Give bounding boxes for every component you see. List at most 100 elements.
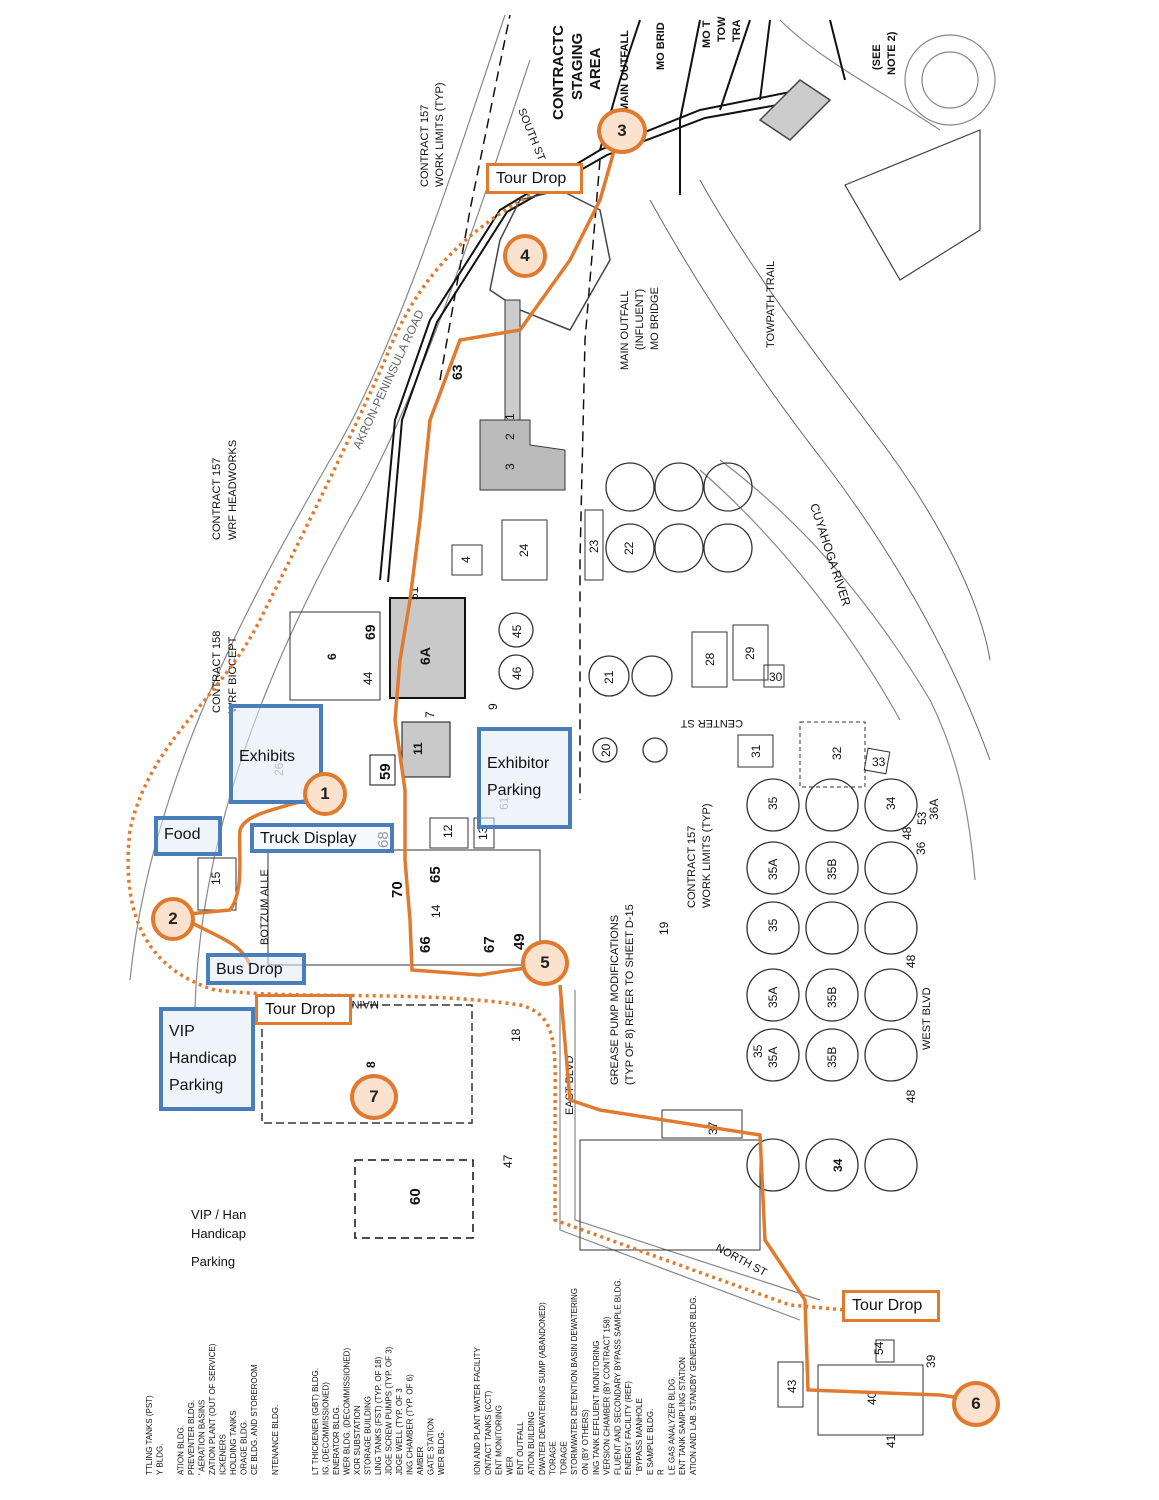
exhibitor-parking-label-2: Parking <box>487 782 542 799</box>
roundabout <box>904 34 996 126</box>
building-40 <box>817 1364 924 1436</box>
bldg-num-12: 12 <box>441 824 455 838</box>
bldg-num-21: 21 <box>602 670 616 684</box>
bldg-num-46: 46 <box>510 666 524 680</box>
bldg-num-28: 28 <box>703 652 717 666</box>
building-8 <box>261 1004 473 1124</box>
tour-drop-label: Tour Drop <box>496 170 567 187</box>
bldg-num-59: 59 <box>377 763 394 780</box>
contract157-limits-1: CONTRACT 157 <box>419 105 431 187</box>
contract-staging-label-2: STAGING <box>569 33 586 100</box>
bldg-num-13: 13 <box>476 826 490 840</box>
main-outfall-influent-1: MAIN OUTFALL <box>619 291 631 370</box>
stop-6-marker[interactable]: 6 <box>952 1381 1000 1427</box>
building-29 <box>732 624 769 681</box>
bldg-num-41: 41 <box>884 1434 898 1448</box>
contract-staging-label-3: AREA <box>587 47 604 90</box>
note-parking: Parking <box>191 1254 236 1269</box>
building-grease-area <box>579 1139 761 1251</box>
bldg-num-36: 36 <box>914 841 928 855</box>
bldg-num-44: 44 <box>361 671 375 685</box>
tour-drop-bottom[interactable]: Tour Drop <box>842 1290 940 1322</box>
bldg-num-35b-a: 35B <box>825 859 839 880</box>
bldg-num-65: 65 <box>427 866 444 883</box>
truck-display-area[interactable]: Truck Display <box>250 823 394 853</box>
exhibits-area[interactable]: Exhibits <box>229 704 323 804</box>
note-handicap: Handicap <box>191 1226 246 1241</box>
building-37 <box>661 1109 743 1139</box>
bldg-num-2: 2 <box>503 433 517 440</box>
bldg-num-48-c: 48 <box>904 1089 918 1103</box>
tanks <box>498 462 918 1192</box>
tow-label: TOW <box>716 16 728 42</box>
stop-5-marker[interactable]: 5 <box>521 940 569 986</box>
bus-drop-label: Bus Drop <box>216 961 283 978</box>
food-area[interactable]: Food <box>154 816 222 856</box>
contract157-typ-2: WORK LIMITS (TYP) <box>701 804 713 909</box>
bldg-num-18: 18 <box>509 1028 523 1042</box>
staging-area-shape <box>489 79 832 331</box>
building-6 <box>289 611 381 701</box>
grease-label-1: GREASE PUMP MODIFICATIONS <box>609 915 621 1085</box>
bldg-num-68: 68 <box>375 831 392 848</box>
building-numbers: 6 6A 69 44 4 24 23 22 45 46 21 28 29 30 … <box>209 364 941 1448</box>
bldg-num-63: 63 <box>449 364 465 380</box>
main-outfall-influent-3: MO BRIDGE <box>649 287 661 350</box>
contract157-headworks-1: CONTRACT 157 <box>211 458 223 540</box>
mo-brid-label: MO BRID <box>655 22 667 70</box>
see-note-label-1: (SEE <box>871 44 883 70</box>
see-note-label-2: NOTE 2) <box>886 31 898 75</box>
contract157-typ-1: CONTRACT 157 <box>686 826 698 908</box>
bldg-num-8: 8 <box>364 1061 378 1068</box>
bldg-num-29: 29 <box>743 646 757 660</box>
bldg-num-48-b: 48 <box>904 954 918 968</box>
building-23 <box>584 509 604 581</box>
vip-parking-area[interactable]: VIP Handicap Parking <box>159 1007 255 1111</box>
river-lines <box>649 179 991 761</box>
note-vip-han: VIP / Han <box>191 1207 247 1222</box>
bldg-num-36a: 36A <box>927 799 941 820</box>
bldg-num-53: 53 <box>915 811 929 825</box>
tour-drop-middle[interactable]: Tour Drop <box>255 994 352 1025</box>
west-blvd-label: WEST BLVD <box>921 987 933 1050</box>
bldg-num-35-b: 35 <box>766 918 780 932</box>
stop-3-marker[interactable]: 3 <box>597 108 647 154</box>
parking-label: Parking <box>169 1077 224 1094</box>
stop-1-marker[interactable]: 1 <box>303 772 347 816</box>
center-st-label: CENTER ST <box>680 717 743 729</box>
bldg-num-43: 43 <box>785 1379 799 1393</box>
bldg-num-39: 39 <box>924 1354 938 1368</box>
main-outfall-label: MAIN OUTFALL <box>619 30 631 112</box>
bldg-num-22: 22 <box>622 541 636 555</box>
building-4 <box>451 544 483 576</box>
bldg-num-3: 3 <box>503 463 517 470</box>
bldg-num-20: 20 <box>599 743 613 757</box>
cuyahoga-label: CUYAHOGA RIVER <box>807 502 854 609</box>
road-lines <box>129 14 976 1321</box>
exhibitor-parking-area[interactable]: Exhibitor Parking <box>477 727 572 829</box>
botzum-label: BOTZUM ALLE <box>259 869 271 945</box>
building-28 <box>691 631 728 688</box>
bldg-num-6a: 6A <box>417 647 433 665</box>
truck-display-label: Truck Display <box>260 830 357 847</box>
bldg-num-35b-b: 35B <box>825 987 839 1008</box>
stop-2-marker[interactable]: 2 <box>151 897 195 941</box>
bldg-num-4: 4 <box>459 556 473 563</box>
tour-drop-top[interactable]: Tour Drop <box>486 163 583 194</box>
exhibitor-parking-label-1: Exhibitor <box>487 755 550 772</box>
bus-drop-area[interactable]: Bus Drop <box>206 953 306 985</box>
bldg-num-32: 32 <box>830 746 844 760</box>
bldg-num-34-b: 34 <box>831 1158 845 1172</box>
bldg-num-9: 9 <box>486 703 500 710</box>
building-33 <box>863 747 891 775</box>
bldg-num-60: 60 <box>407 1188 424 1205</box>
tra-label: TRA <box>731 19 743 42</box>
contract158-2: WRF BIOCEPT <box>227 636 239 713</box>
stop-7-marker[interactable]: 7 <box>350 1074 398 1120</box>
tour-drop-label: Tour Drop <box>265 1001 336 1018</box>
bldg-num-35-a: 35 <box>766 796 780 810</box>
stop-4-marker[interactable]: 4 <box>503 234 547 278</box>
contract-staging-label-1: CONTRACTC <box>550 25 567 120</box>
building-12 <box>429 817 469 849</box>
